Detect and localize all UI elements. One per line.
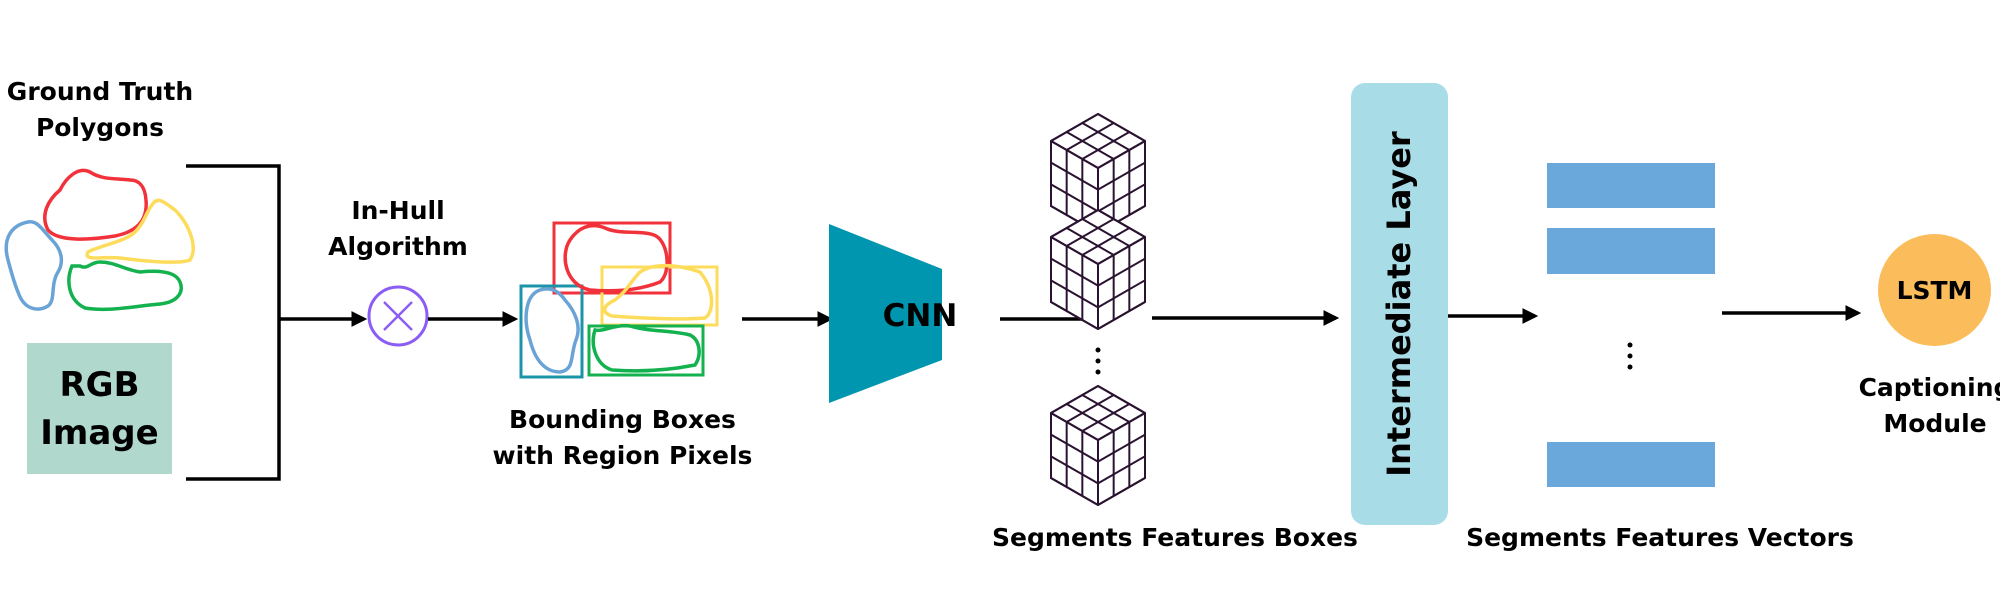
feature-vector (1547, 163, 1715, 208)
polygon-yellow (85, 198, 195, 264)
lstm-label: LSTM (1896, 275, 1973, 305)
bbox-label: Bounding Boxes with Region Pixels (480, 402, 765, 474)
feature-vector (1547, 442, 1715, 487)
captioning-label-line1: Captioning (1858, 373, 2000, 402)
feature-vectors (1547, 163, 1715, 487)
ground-truth-label-line2: Polygons (35, 113, 165, 142)
polygon-green (67, 260, 183, 312)
ground-truth-polygons (4, 168, 195, 312)
rgb-label-line2: Image (40, 412, 159, 453)
captioning-label: Captioning Module (1845, 370, 2000, 442)
inhull-operator-icon (367, 285, 429, 347)
cubes-ellipsis-icon (1095, 347, 1101, 375)
lstm-node: LSTM (1878, 234, 1991, 346)
bbox-red (552, 221, 672, 295)
polygon-blue (4, 220, 64, 311)
feature-cube (1050, 112, 1146, 235)
rgb-image-block: RGB Image (27, 343, 172, 474)
inhull-label-line1: In-Hull (351, 196, 445, 225)
merge-bracket (186, 164, 281, 481)
ground-truth-label: Ground Truth Polygons (0, 74, 200, 146)
bbox-teal (519, 284, 584, 379)
captioning-label-line2: Module (1883, 409, 1987, 438)
feature-vectors-label: Segments Features Vectors (1466, 523, 1854, 552)
feature-cube (1050, 384, 1146, 507)
ground-truth-label-line1: Ground Truth (6, 77, 194, 106)
inhull-label: In-Hull Algorithm (318, 193, 478, 265)
inhull-label-line2: Algorithm (328, 232, 468, 261)
bbox-green (587, 324, 705, 377)
intermediate-layer (1351, 83, 1448, 525)
bbox-label-line2: with Region Pixels (492, 441, 753, 470)
cnn-label: CNN (882, 298, 958, 334)
feature-boxes-label: Segments Features Boxes (992, 523, 1358, 552)
feature-vector (1547, 228, 1715, 274)
rgb-label-line1: RGB (59, 364, 140, 405)
feature-cube (1050, 208, 1146, 331)
vectors-ellipsis-icon (1627, 342, 1633, 370)
bbox-label-line1: Bounding Boxes (509, 405, 736, 434)
cnn-block (829, 224, 942, 403)
feature-boxes (1050, 112, 1146, 507)
intermediate-layer-label: Intermediate Layer (1380, 131, 1418, 477)
polygon-red (43, 168, 148, 241)
bounding-boxes (519, 221, 719, 379)
